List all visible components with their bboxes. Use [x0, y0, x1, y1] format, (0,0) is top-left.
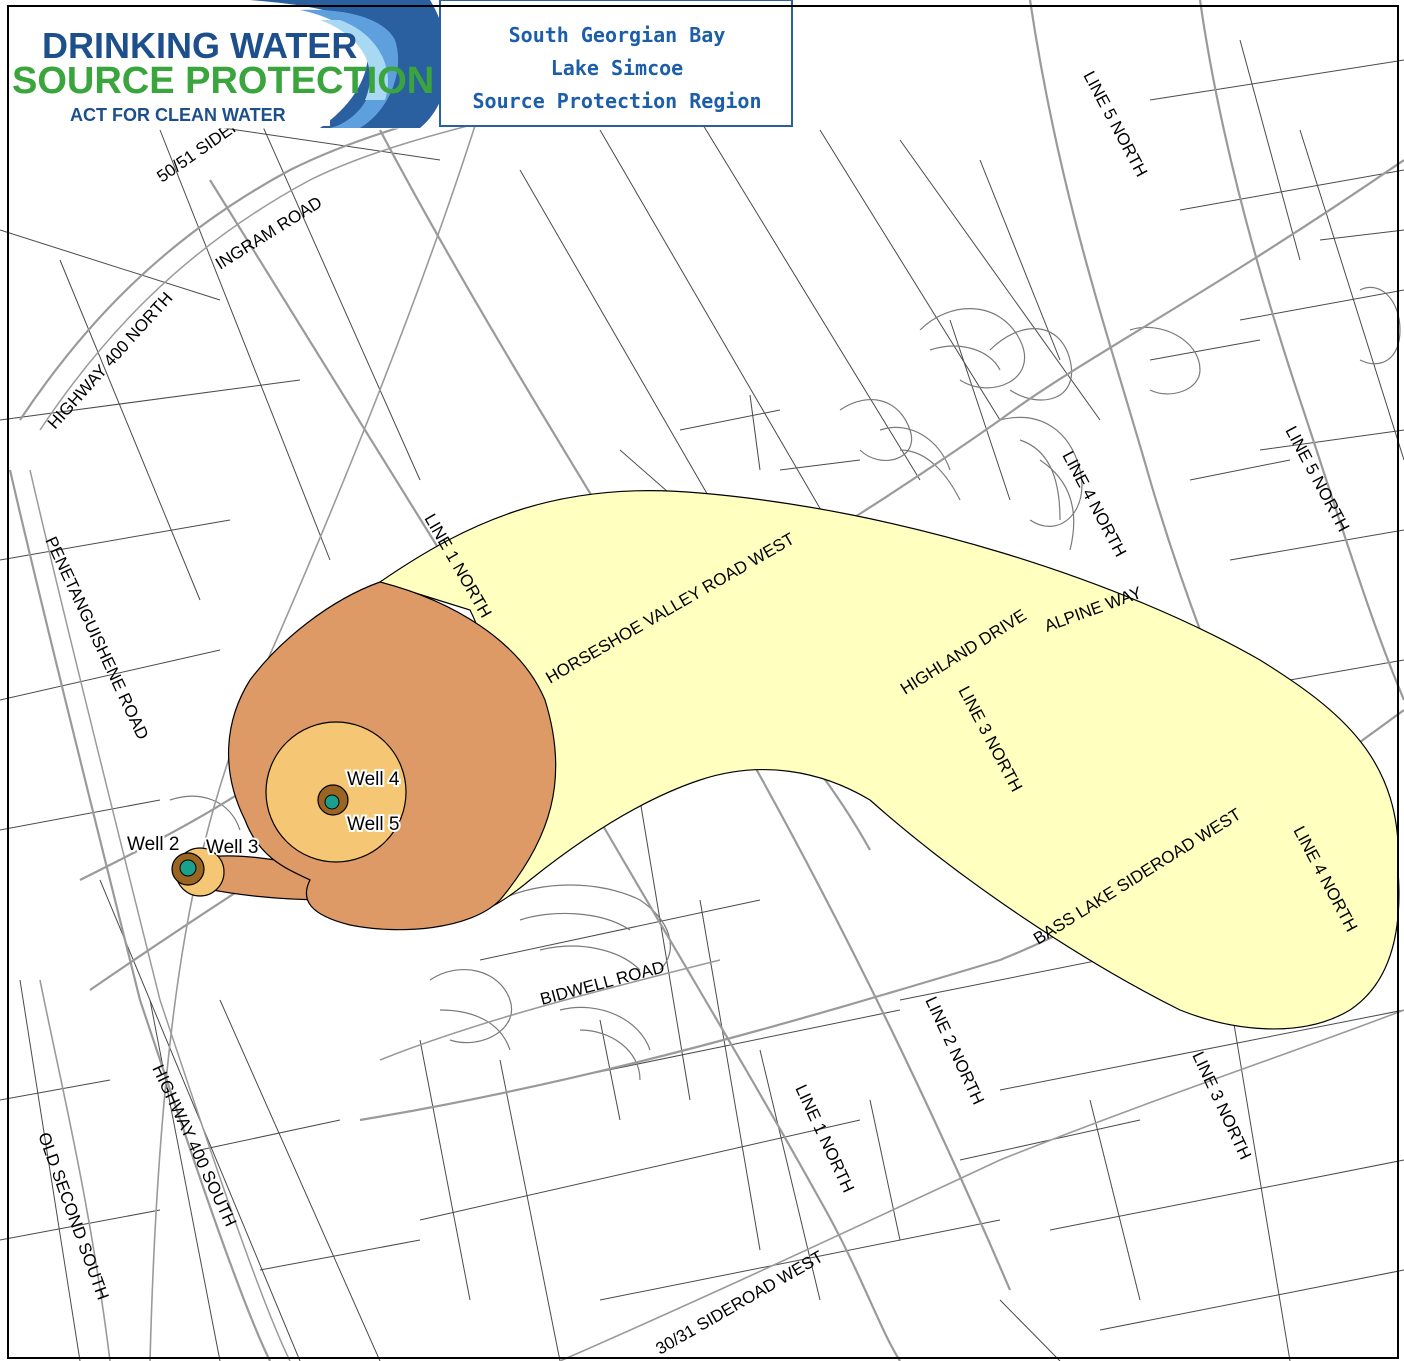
bidwell-road-line — [379, 959, 721, 1061]
well-2-label: Well 2 — [127, 834, 179, 855]
header-banner: DRINKING WATER SOURCE PROTECTION ACT FOR… — [0, 0, 793, 129]
well-4-label: Well 4 — [347, 769, 400, 790]
logo-title-line2: SOURCE PROTECTION — [12, 60, 434, 102]
well-2-point — [179, 859, 197, 877]
well-labels: Well 2 Well 3 Well 4 Well 5 — [125, 767, 402, 860]
well-3-label: Well 3 — [206, 837, 258, 858]
logo-tagline: ACT FOR CLEAN WATER — [70, 105, 286, 125]
subdivision-streets — [169, 286, 1401, 1081]
well-5-label: Well 5 — [347, 814, 399, 835]
lot-lines — [0, 39, 1404, 1361]
region-line1: South Georgian Bay — [509, 23, 726, 47]
logo-swoosh — [250, 0, 448, 128]
map-frame — [7, 5, 1399, 1359]
well-4-point — [324, 794, 340, 810]
logo-tagline-box — [50, 102, 330, 126]
logo-title-line1: DRINKING WATER — [42, 25, 357, 66]
sideroad-30-31 — [559, 1009, 1404, 1361]
region-panel — [439, 0, 793, 127]
region-line2: Lake Simcoe — [551, 56, 683, 80]
highway-400-south — [8, 469, 271, 1361]
old-second-road — [39, 979, 111, 1361]
line-5-north-road — [1198, 0, 1404, 701]
region-line3: Source Protection Region — [473, 89, 762, 113]
